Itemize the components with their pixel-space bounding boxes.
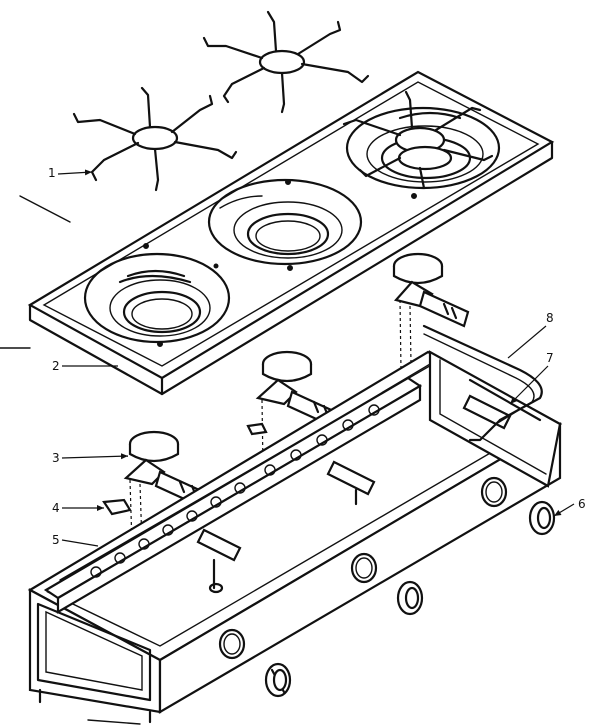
- burner-grate-left: [72, 86, 238, 192]
- burner-bowl-left: [83, 252, 231, 344]
- callout-label-4: 4: [52, 501, 60, 515]
- valve-front: [196, 528, 242, 594]
- callout-label-8: 8: [546, 311, 554, 325]
- ignitor-part: [102, 422, 268, 516]
- callout-6: 6: [553, 497, 586, 517]
- callout-1: 1: [48, 166, 93, 180]
- callout-label-2: 2: [52, 359, 60, 373]
- callout-3: 3: [52, 451, 129, 465]
- burner-grate-middle: [202, 10, 370, 114]
- control-knob-front: [264, 662, 292, 698]
- callout-7: 7: [509, 351, 554, 405]
- callout-4: 4: [52, 501, 104, 515]
- manifold-rail: [43, 376, 423, 614]
- callout-label-1: 1: [48, 166, 56, 180]
- callout-label-5: 5: [52, 533, 60, 547]
- callout-label-3: 3: [52, 451, 60, 465]
- callout-label-7: 7: [546, 351, 554, 365]
- callout-8: 8: [507, 311, 554, 359]
- burner-bowl-middle: [207, 178, 363, 266]
- callout-2: 2: [52, 359, 118, 373]
- knob-bezel-row: [218, 476, 508, 660]
- cooktop-panel: [27, 70, 555, 396]
- callout-5: 5: [52, 533, 99, 547]
- burner-head-rear: [392, 252, 470, 328]
- callout-label-6: 6: [578, 497, 586, 511]
- valve-middle: [326, 460, 376, 506]
- control-knob-rear: [528, 500, 556, 536]
- gas-supply-tube: [422, 324, 543, 442]
- burner-grate-right-mounted: [342, 90, 494, 190]
- control-knob-middle: [396, 580, 424, 616]
- scan-mark: [19, 195, 71, 223]
